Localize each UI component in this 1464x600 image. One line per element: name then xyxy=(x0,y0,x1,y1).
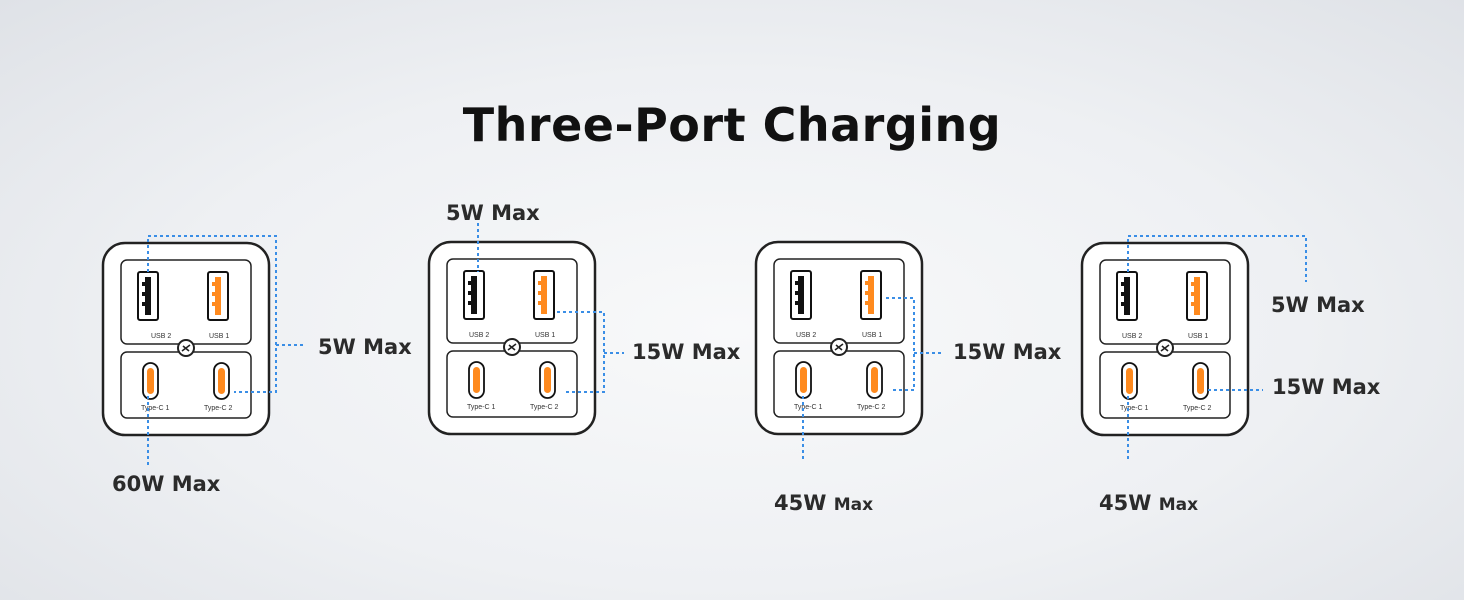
label-c1-60w: 60W Max xyxy=(112,472,221,496)
svg-text:USB 2: USB 2 xyxy=(1122,333,1142,340)
label-c3-45w: 45W Max xyxy=(774,491,874,515)
svg-text:Type-C 1: Type-C 1 xyxy=(467,404,496,411)
svg-text:Type-C 2: Type-C 2 xyxy=(530,404,559,411)
label-c4-15w: 15W Max xyxy=(1272,375,1381,399)
svg-text:USB 2: USB 2 xyxy=(796,332,816,339)
charger-4 xyxy=(1080,241,1250,437)
svg-text:Type-C 2: Type-C 2 xyxy=(857,404,886,411)
charger-3 xyxy=(754,240,924,436)
label-c1-5w: 5W Max xyxy=(318,335,412,359)
label-c3-15w: 15W Max xyxy=(953,340,1062,364)
page-title: Three-Port Charging xyxy=(462,98,1002,152)
label-c2-5w: 5W Max xyxy=(446,201,540,225)
port-label-typec2: Type-C 2 xyxy=(204,405,233,412)
svg-text:USB 1: USB 1 xyxy=(862,332,882,339)
charger-1 xyxy=(101,241,271,437)
label-c2-15w: 15W Max xyxy=(632,340,741,364)
svg-text:USB 1: USB 1 xyxy=(1188,333,1208,340)
label-c4-5w: 5W Max xyxy=(1271,293,1365,317)
port-label-usb2: USB 2 xyxy=(151,333,171,340)
charger-2 xyxy=(427,240,597,436)
svg-text:USB 2: USB 2 xyxy=(469,332,489,339)
svg-text:Type-C 1: Type-C 1 xyxy=(794,404,823,411)
svg-text:USB 1: USB 1 xyxy=(535,332,555,339)
label-c4-45w: 45W Max xyxy=(1099,491,1199,515)
port-label-usb1: USB 1 xyxy=(209,333,229,340)
leader-lines xyxy=(147,223,1307,466)
svg-text:Type-C 1: Type-C 1 xyxy=(1120,405,1149,412)
port-label-typec1: Type-C 1 xyxy=(141,405,170,412)
svg-text:Type-C 2: Type-C 2 xyxy=(1183,405,1212,412)
